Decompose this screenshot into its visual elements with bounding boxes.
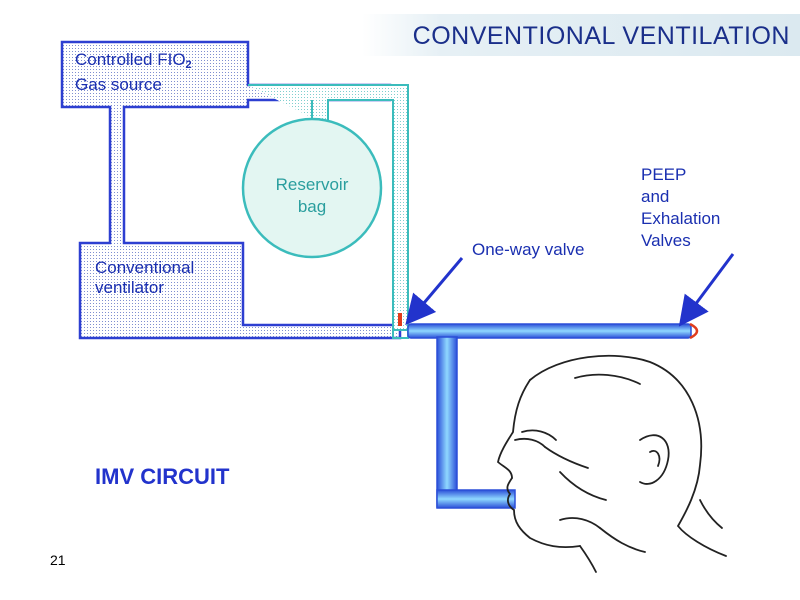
circuit-label: IMV CIRCUIT (95, 464, 230, 489)
one-way-valve-label: One-way valve (472, 240, 585, 259)
title-band (362, 14, 800, 56)
peep-label: PEEP and Exhalation Valves (641, 164, 720, 252)
peep-label-line2: and (641, 187, 670, 206)
gas-source-label-line2: Gas source (75, 75, 162, 94)
ventilator-label-line2: ventilator (95, 278, 164, 297)
reservoir-label-line2: bag (297, 197, 327, 216)
patient-head-drawing (497, 354, 727, 573)
peep-label-line1: PEEP (641, 165, 687, 184)
one-way-valve-arrow (405, 257, 464, 326)
ventilator-label-line1: Conventional (95, 258, 195, 277)
gas-source-subscript: 2 (185, 59, 192, 71)
reservoir-label: Reservoir bag (262, 174, 362, 218)
slide-number: 21 (50, 552, 66, 568)
patient-tubing (407, 322, 699, 509)
gas-source-label: Controlled FIO2 Gas source (75, 50, 192, 95)
page-title: CONVENTIONAL VENTILATION (412, 22, 790, 50)
peep-label-line3: Exhalation (641, 209, 721, 228)
ventilator-label: Conventional ventilator (95, 258, 194, 298)
gas-source-label-line1: Controlled FIO (75, 50, 186, 69)
peep-label-line4: Valves (641, 231, 691, 250)
one-way-valve-marker (398, 313, 402, 326)
peep-valve-arrow (678, 253, 735, 327)
reservoir-label-line1: Reservoir (275, 175, 349, 194)
reservoir-bag (241, 100, 383, 259)
